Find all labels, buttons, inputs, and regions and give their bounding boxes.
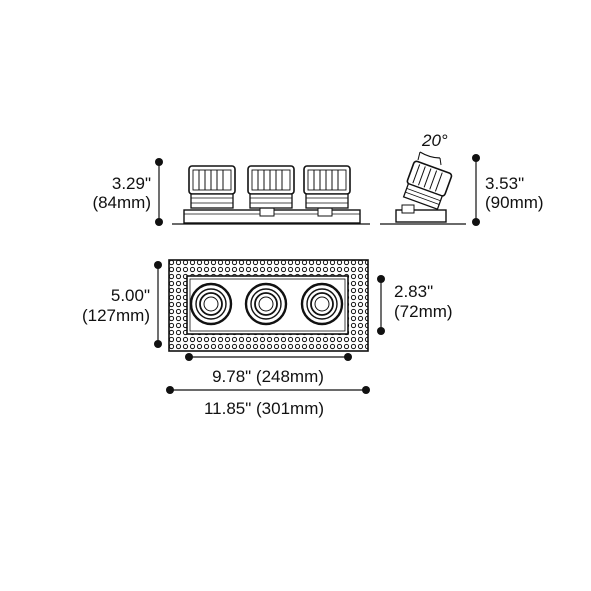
trim-height-dimension: 5.00" (127mm) [82,261,162,348]
trim-width-label: 11.85" (301mm) [204,399,324,418]
side-view-elevation [172,165,370,225]
side-height-mm: (84mm) [92,193,151,212]
tilt-view: 20° [380,131,466,225]
heatsink-module-1 [188,165,236,209]
tilt-angle-label: 20° [421,131,448,150]
lens-3 [300,282,344,326]
lens-1 [189,282,233,326]
tilted-heatsink [402,160,453,211]
tilt-height-inch: 3.53" [485,174,524,193]
cutout-width-label: 9.78" (248mm) [212,367,324,386]
trim-height-inch: 5.00" [111,286,150,305]
tilt-height-dimension: 3.53" (90mm) [472,154,544,226]
cutout-height-dimension: 2.83" (72mm) [377,275,453,335]
trim-width-dimension: 11.85" (301mm) [166,386,370,418]
plan-view [168,259,369,352]
cutout-width-dimension: 9.78" (248mm) [185,353,352,386]
heatsink-module-2 [247,165,295,209]
tilt-height-mm: (90mm) [485,193,544,212]
cutout-height-mm: (72mm) [394,302,453,321]
angle-arc [419,151,441,159]
cutout-height-inch: 2.83" [394,282,433,301]
trim-height-mm: (127mm) [82,306,150,325]
heatsink-module-3 [303,165,351,209]
lens-2 [244,282,288,326]
side-height-inch: 3.29" [112,174,151,193]
side-height-dimension: 3.29" (84mm) [92,158,163,226]
